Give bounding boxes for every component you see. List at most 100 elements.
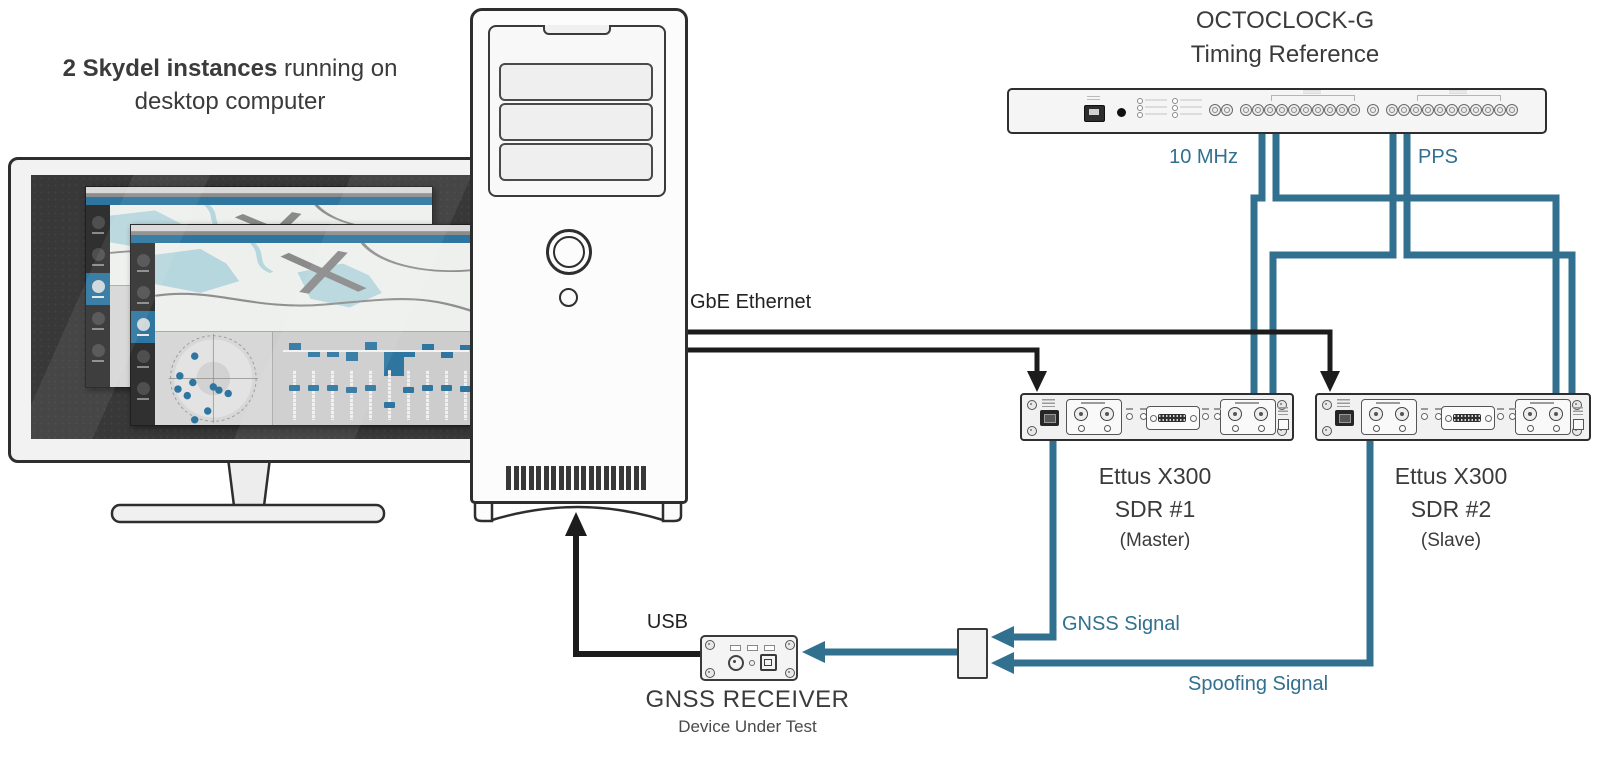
vent-slot	[611, 466, 616, 490]
status-led	[1214, 408, 1221, 420]
screw-icon	[1027, 426, 1037, 436]
window-toolbar	[131, 235, 479, 244]
level-bar	[326, 352, 339, 357]
bnc-connector	[1410, 104, 1422, 116]
cable-ethernet-sdr2	[686, 329, 1333, 373]
vent-slot	[543, 466, 549, 490]
cable-spoofing-signal	[1013, 441, 1374, 667]
slider-handle	[402, 387, 414, 393]
tower-drive-tab	[543, 25, 611, 35]
map-svg	[155, 243, 479, 315]
cable-ethernet-sdr1	[686, 347, 1040, 373]
slider-handle	[459, 386, 471, 392]
vent-slot	[513, 466, 519, 490]
label-spoofing-signal: Spoofing Signal	[1188, 673, 1329, 695]
slider-handle	[440, 385, 452, 391]
gpio-pins	[1453, 414, 1481, 422]
skydel-sidebar	[86, 205, 110, 387]
vent-slot	[633, 466, 639, 490]
bnc-connector	[1264, 104, 1276, 116]
level-bar	[459, 345, 472, 350]
daughterboard-module	[1066, 399, 1122, 435]
bnc-connector	[1398, 104, 1410, 116]
sdr1-label: Ettus X300 SDR #1 (Master)	[1020, 460, 1290, 554]
bnc-connector	[1209, 104, 1221, 116]
sdr2-name: Ettus X300	[1394, 463, 1508, 489]
skydel-window-front	[130, 224, 480, 426]
slider-track	[368, 370, 372, 420]
status-led-dash	[1180, 113, 1202, 115]
octoclock-title-line2: Timing Reference	[1190, 41, 1380, 69]
module-led	[1527, 425, 1534, 432]
arrow-eth-into-sdr1	[1027, 371, 1047, 392]
monitor-screen	[31, 175, 482, 439]
sidebar-item-icon	[136, 382, 150, 395]
status-led	[1172, 98, 1178, 104]
slider-track	[330, 370, 334, 420]
map-view	[155, 243, 479, 331]
bnc-connector	[1252, 104, 1264, 116]
bnc-connector	[1288, 104, 1300, 116]
sidebar-item-dash	[92, 296, 104, 298]
sidebar-item-dash	[137, 398, 149, 400]
satellite-dot	[183, 391, 191, 400]
bnc-connector	[1422, 104, 1434, 116]
window-titlebar	[131, 225, 479, 232]
status-led-dash	[1180, 99, 1202, 101]
bnc-connector	[1336, 104, 1348, 116]
monitor	[8, 157, 511, 463]
status-led	[1126, 408, 1133, 420]
cable-10mhz-sdr1	[1250, 132, 1266, 394]
satellite-dot	[189, 378, 197, 387]
sidebar-item-dash	[92, 328, 104, 330]
satellite-dot	[215, 386, 223, 394]
sma-connector	[1228, 407, 1242, 421]
slider-handle	[326, 385, 338, 391]
sma-connector	[1369, 407, 1383, 421]
screw-icon	[1027, 400, 1037, 410]
sidebar-item	[131, 375, 155, 407]
receiver-name: GNSS RECEIVER	[645, 686, 850, 713]
cable-pps-sdr1	[1269, 132, 1397, 394]
bnc-connector	[1276, 104, 1288, 116]
sidebar-item-icon	[91, 280, 105, 293]
slider-track	[444, 370, 448, 420]
port-dashes	[1278, 407, 1288, 415]
eth-port-label-dashes	[1087, 96, 1100, 102]
sidebar-item-icon	[91, 248, 105, 261]
module-led	[1399, 425, 1406, 432]
gpio-screw	[1150, 415, 1157, 422]
vent-slot	[521, 466, 526, 490]
bnc-connector	[1348, 104, 1360, 116]
road-line	[360, 243, 479, 273]
cable-pps-sdr2	[1403, 132, 1576, 394]
module-label-dash	[1530, 402, 1554, 404]
sidebar-item-dash	[92, 360, 104, 362]
sdr2-label: Ettus X300 SDR #2 (Slave)	[1315, 460, 1587, 554]
reset-button	[559, 288, 578, 307]
bnc-connector	[1494, 104, 1506, 116]
sidebar-item-dash	[137, 302, 149, 304]
tower-foot-left	[473, 499, 494, 523]
satellite-dot	[174, 385, 182, 393]
drive-bay	[499, 143, 653, 181]
status-led-dash	[1180, 106, 1202, 108]
gpio-screw	[1190, 415, 1197, 422]
slider-track	[292, 370, 296, 420]
slider-track	[463, 370, 467, 420]
window-menubar	[86, 194, 432, 197]
river-line	[249, 243, 274, 274]
status-led-dash	[1145, 99, 1167, 101]
receiver-led	[764, 645, 775, 651]
gpio-connector	[1146, 406, 1200, 430]
status-led	[1172, 112, 1178, 118]
status-led	[1497, 408, 1504, 420]
slider-track	[406, 370, 410, 420]
module-led	[1258, 425, 1265, 432]
drive-bay	[499, 63, 653, 101]
port-group-bracket	[1417, 95, 1501, 101]
sidebar-item-icon	[91, 312, 105, 325]
rf-combiner	[957, 628, 988, 679]
status-led-dash	[1145, 113, 1167, 115]
octoclock-title: OCTOCLOCK-G Timing Reference	[1030, 4, 1540, 72]
